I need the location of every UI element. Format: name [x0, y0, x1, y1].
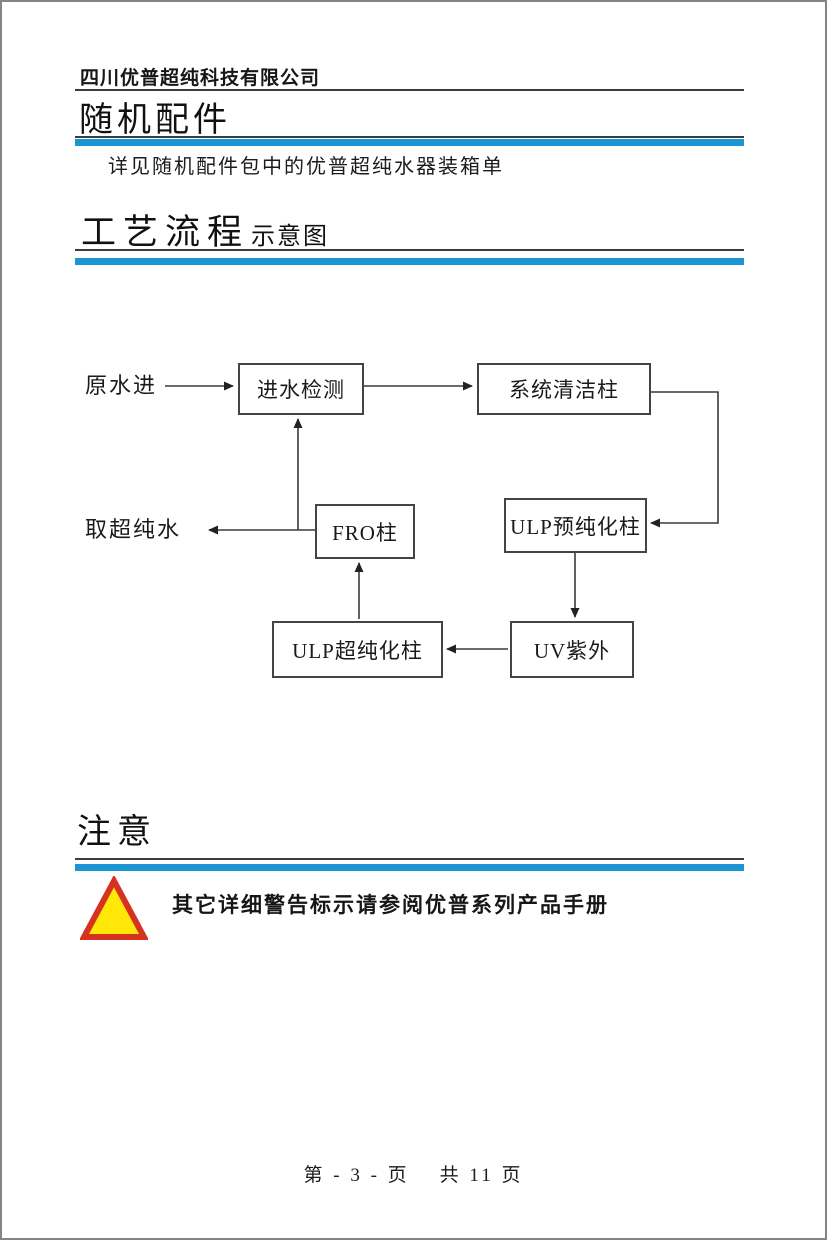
section-title-process: 工艺流程 示意图 — [81, 214, 329, 251]
warning-triangle-icon — [80, 876, 148, 940]
notice-blue-bar — [75, 864, 744, 871]
footer-page-number: 第 - 3 - 页 — [303, 1165, 410, 1186]
flow-node-inlet-check: 进水检测 — [238, 363, 364, 415]
flow-node-fro-column: FRO柱 — [315, 504, 415, 559]
arrow-cleaning-to-prepurification — [650, 391, 719, 528]
section-title-accessories: 随机配件 — [79, 102, 231, 139]
flow-node-ulp-ultrapurification-column: ULP超纯化柱 — [272, 621, 443, 678]
process-underline — [75, 249, 744, 251]
page-footer: 第 - 3 - 页 共 11 页 — [2, 1160, 825, 1187]
process-title-main: 工艺流程 — [81, 213, 250, 252]
accessories-underline — [75, 136, 744, 138]
flow-node-uv: UV紫外 — [510, 621, 634, 678]
header-rule — [75, 89, 744, 91]
process-flow-diagram: 原水进 取超纯水 进水检测 系统清洁柱 ULP预纯化柱 FRO柱 UV紫外 UL… — [75, 342, 757, 692]
flow-connectors — [165, 381, 719, 654]
accessories-body: 详见随机配件包中的优普超纯水器装箱单 — [108, 156, 504, 178]
process-title-sub: 示意图 — [251, 224, 330, 250]
flow-label-take-ultrapure-water: 取超纯水 — [85, 517, 182, 542]
process-blue-bar — [75, 258, 744, 265]
company-name: 四川优普超纯科技有限公司 — [80, 68, 321, 89]
flow-label-raw-water-in: 原水进 — [85, 373, 158, 398]
flow-node-system-cleaning-column: 系统清洁柱 — [477, 363, 651, 415]
notice-underline — [75, 858, 744, 860]
flow-node-ulp-prepurification-column: ULP预纯化柱 — [504, 498, 647, 553]
footer-total-pages: 共 11 页 — [439, 1165, 524, 1186]
accessories-blue-bar — [75, 139, 744, 146]
section-title-notice: 注意 — [77, 814, 157, 851]
warning-text: 其它详细警告标示请参阅优普系列产品手册 — [172, 894, 609, 917]
